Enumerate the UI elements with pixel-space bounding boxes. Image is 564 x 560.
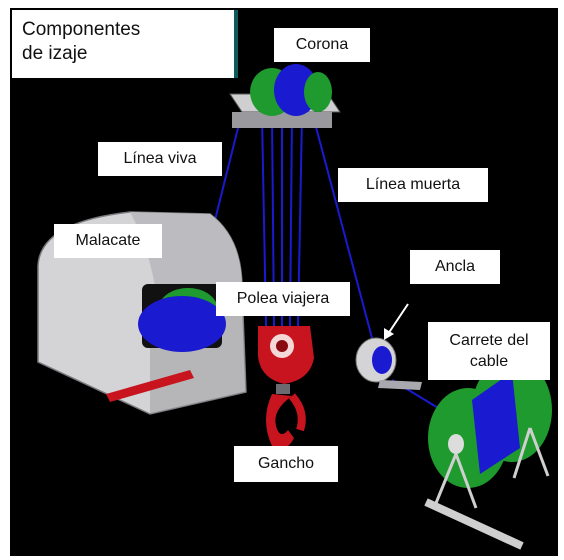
cable-lines	[199, 111, 459, 421]
title-line-2: de izaje	[22, 43, 88, 64]
cable-spool	[424, 358, 552, 550]
deadline-anchor	[355, 303, 422, 390]
label-malacate: Malacate	[54, 224, 162, 258]
label-carrete-line-1: Carrete del	[449, 332, 529, 349]
traveling-block	[258, 326, 314, 394]
label-linea-muerta: Línea muerta	[338, 168, 488, 202]
label-corona: Corona	[274, 28, 370, 62]
diagram-title: Componentes de izaje	[12, 10, 238, 78]
crown-block	[229, 64, 341, 128]
label-ancla: Ancla	[410, 250, 500, 284]
drawworks	[37, 211, 247, 415]
label-gancho: Gancho	[234, 446, 338, 482]
label-linea-viva: Línea viva	[98, 142, 222, 176]
hook	[266, 393, 306, 449]
label-carrete-line-2: cable	[469, 353, 509, 370]
title-line-1: Componentes	[22, 19, 141, 40]
hoisting-diagram: Componentes de izaje Corona Línea viva L…	[10, 8, 558, 556]
label-carrete-del-cable: Carrete del cable	[428, 322, 550, 380]
label-polea-viajera: Polea viajera	[216, 282, 350, 316]
hoisting-illustration	[37, 64, 552, 550]
